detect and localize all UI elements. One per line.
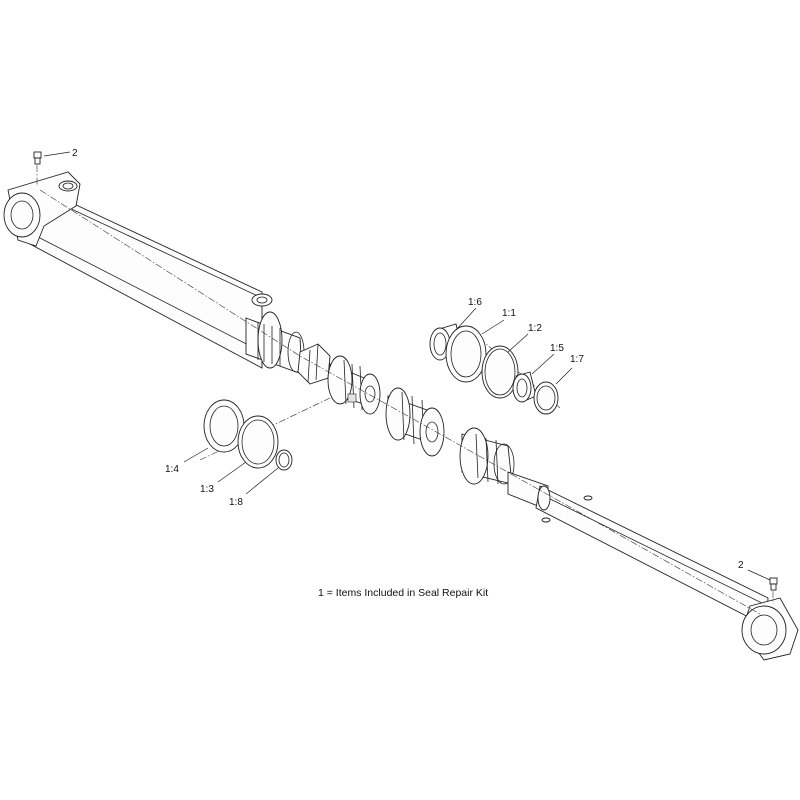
grease-fitting-top	[33, 151, 42, 186]
leader-lines	[43, 151, 771, 581]
callout-1-4: 1:4	[165, 464, 179, 475]
piston-nut	[297, 343, 331, 385]
grease-fitting-bottom	[769, 577, 778, 604]
seal-kit-note: 1 = Items Included in Seal Repair Kit	[318, 587, 488, 599]
rod-collar	[459, 427, 515, 485]
callout-1-1: 1:1	[502, 308, 516, 319]
callout-2-bottom: 2	[738, 560, 744, 571]
callout-1-6: 1:6	[468, 297, 482, 308]
barrel-end-clevis	[3, 171, 81, 247]
seal-1-3	[237, 415, 279, 469]
seal-1-8	[275, 449, 293, 471]
seal-1-5	[512, 371, 537, 403]
seal-1-7	[533, 381, 559, 415]
callout-1-5: 1:5	[550, 343, 564, 354]
barrel-rod-end	[245, 293, 305, 375]
rod-end-clevis	[741, 597, 799, 661]
seal-1-2	[481, 345, 519, 399]
center-line	[39, 189, 761, 615]
callout-1-7: 1:7	[570, 354, 584, 365]
seal-1-1	[445, 325, 487, 383]
callout-1-8: 1:8	[229, 497, 243, 508]
callout-2-top: 2	[72, 148, 78, 159]
callout-1-2: 1:2	[528, 323, 542, 334]
callout-1-3: 1:3	[200, 484, 214, 495]
piston-rod	[507, 471, 769, 627]
seal-1-4	[203, 399, 245, 453]
cylinder-barrel	[29, 187, 263, 369]
cylinder-gland	[385, 387, 445, 457]
piston	[327, 355, 381, 415]
